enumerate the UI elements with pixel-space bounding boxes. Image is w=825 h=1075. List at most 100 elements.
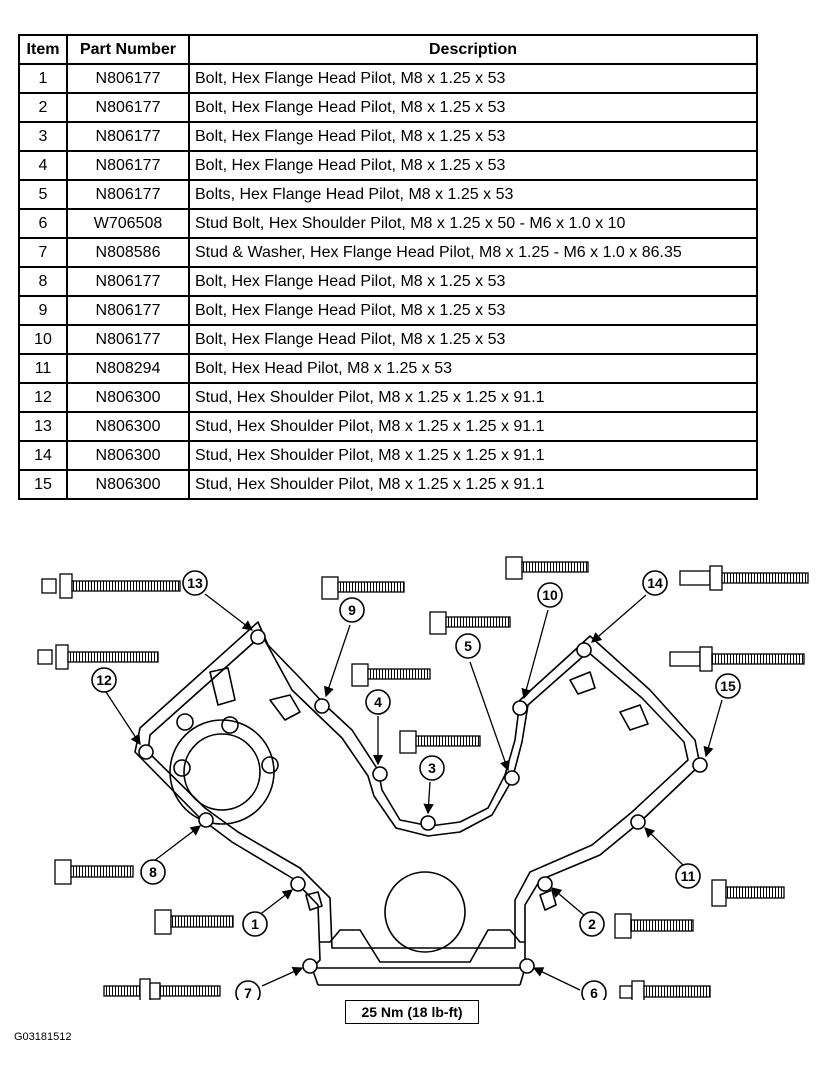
table-header-row: Item Part Number Description [18,34,758,65]
stud-7-icon [103,978,221,1000]
callout-2: 2 [579,911,605,937]
cell-part-number: N806177 [66,92,190,123]
bolt-3-icon [399,730,481,754]
callout-12: 12 [91,667,117,693]
cell-item: 12 [18,382,68,413]
callout-label: 9 [348,602,356,618]
cell-part-number: N806177 [66,266,190,297]
cell-description: Bolt, Hex Head Pilot, M8 x 1.25 x 53 [188,353,758,384]
cell-description: Stud Bolt, Hex Shoulder Pilot, M8 x 1.25… [188,208,758,239]
cell-item: 11 [18,353,68,384]
callout-6: 6 [581,980,607,1000]
callout-7: 7 [235,980,261,1000]
figure-id: G03181512 [14,1031,72,1043]
callout-10: 10 [537,582,563,608]
cell-item: 4 [18,150,68,181]
cell-part-number: N806177 [66,63,190,94]
stud-13-icon [41,573,181,599]
bolt-4-icon [351,663,431,687]
cell-part-number: N808294 [66,353,190,384]
bolt-holes [138,629,708,974]
fasteners [37,556,809,1000]
cell-part-number: N806177 [66,295,190,326]
cell-item: 6 [18,208,68,239]
header-part-number: Part Number [66,34,190,65]
cell-item: 8 [18,266,68,297]
callout-label: 2 [588,916,596,932]
callout-label: 6 [590,985,598,1000]
callout-8: 8 [140,859,166,885]
cell-description: Bolt, Hex Flange Head Pilot, M8 x 1.25 x… [188,150,758,181]
cell-item: 7 [18,237,68,268]
cell-part-number: N806177 [66,179,190,210]
bolt-8-icon [54,859,134,885]
callout-1: 1 [242,911,268,937]
stud-14-icon [679,565,809,591]
cell-part-number: N806177 [66,121,190,152]
bolt-10-icon [505,556,589,580]
cell-part-number: N806177 [66,150,190,181]
callout-label: 5 [464,638,472,654]
cell-part-number: N808586 [66,237,190,268]
cell-part-number: N806300 [66,411,190,442]
cell-description: Stud, Hex Shoulder Pilot, M8 x 1.25 x 1.… [188,382,758,413]
bolt-2-icon [614,913,694,939]
cell-part-number: N806300 [66,382,190,413]
callout-15: 15 [715,673,741,699]
cell-description: Bolt, Hex Flange Head Pilot, M8 x 1.25 x… [188,63,758,94]
cell-item: 15 [18,469,68,500]
cell-description: Bolt, Hex Flange Head Pilot, M8 x 1.25 x… [188,295,758,326]
stud-6-icon [619,980,711,1000]
cell-part-number: N806300 [66,440,190,471]
cell-part-number: W706508 [66,208,190,239]
torque-spec-label: 25 Nm (18 lb-ft) [345,1000,479,1024]
cell-description: Stud, Hex Shoulder Pilot, M8 x 1.25 x 1.… [188,469,758,500]
cell-item: 2 [18,92,68,123]
callout-label: 14 [647,575,663,591]
callout-label: 7 [244,985,252,1000]
callout-9: 9 [339,597,365,623]
callout-5: 5 [455,633,481,659]
callout-label: 10 [542,587,558,603]
cell-description: Bolts, Hex Flange Head Pilot, M8 x 1.25 … [188,179,758,210]
cell-item: 5 [18,179,68,210]
header-item: Item [18,34,68,65]
leader-lines [105,593,723,991]
cell-item: 1 [18,63,68,94]
bolt-11-icon [711,879,785,907]
cell-description: Stud & Washer, Hex Flange Head Pilot, M8… [188,237,758,268]
cell-item: 3 [18,121,68,152]
callout-label: 12 [96,672,112,688]
cell-item: 10 [18,324,68,355]
stud-12-icon [37,644,159,670]
callout-11: 11 [675,863,701,889]
cell-description: Bolt, Hex Flange Head Pilot, M8 x 1.25 x… [188,324,758,355]
cell-item: 14 [18,440,68,471]
cell-description: Bolt, Hex Flange Head Pilot, M8 x 1.25 x… [188,92,758,123]
callout-4: 4 [365,689,391,715]
cell-part-number: N806300 [66,469,190,500]
callout-label: 8 [149,864,157,880]
cell-description: Bolt, Hex Flange Head Pilot, M8 x 1.25 x… [188,266,758,297]
callout-3: 3 [419,755,445,781]
cell-item: 13 [18,411,68,442]
cell-description: Bolt, Hex Flange Head Pilot, M8 x 1.25 x… [188,121,758,152]
